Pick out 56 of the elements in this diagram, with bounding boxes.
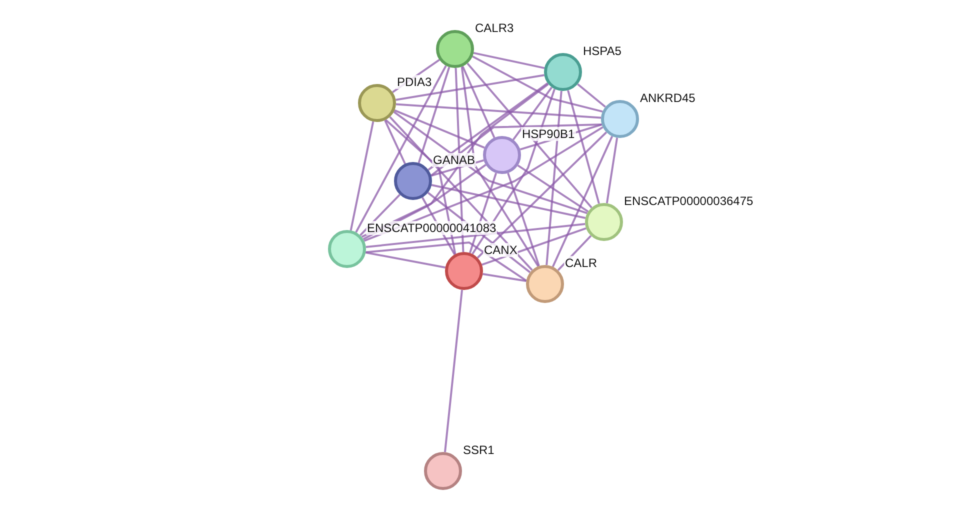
interaction-line bbox=[552, 136, 614, 268]
interaction-line bbox=[355, 65, 447, 233]
interaction-line bbox=[364, 126, 604, 242]
interaction-line bbox=[444, 290, 463, 452]
interaction-line bbox=[460, 66, 540, 267]
protein-node bbox=[445, 252, 483, 290]
interaction-line bbox=[466, 62, 592, 208]
protein-label: ANKRD45 bbox=[639, 91, 696, 105]
protein-label: CALR3 bbox=[474, 21, 515, 35]
protein-node bbox=[358, 84, 396, 122]
protein-label: SSR1 bbox=[462, 443, 496, 457]
interaction-line bbox=[396, 74, 544, 101]
interaction-line bbox=[577, 83, 606, 108]
interaction-line bbox=[431, 184, 586, 219]
protein-node bbox=[601, 100, 639, 138]
interaction-line bbox=[366, 223, 586, 248]
protein-label: CALR bbox=[564, 256, 598, 270]
protein-node bbox=[328, 230, 366, 268]
interaction-line bbox=[462, 66, 496, 138]
interaction-line bbox=[476, 132, 608, 258]
interaction-line bbox=[430, 123, 602, 176]
protein-label: CANX bbox=[483, 243, 518, 257]
interaction-line bbox=[482, 273, 526, 282]
interaction-line bbox=[606, 138, 618, 204]
interaction-line bbox=[546, 90, 562, 266]
protein-label: PDIA3 bbox=[396, 75, 433, 89]
protein-node bbox=[483, 136, 521, 174]
protein-node bbox=[585, 203, 623, 241]
interaction-line bbox=[473, 52, 545, 70]
interaction-line bbox=[418, 66, 450, 164]
protein-label: HSP90B1 bbox=[521, 127, 576, 141]
interaction-line bbox=[389, 116, 533, 271]
interaction-line bbox=[366, 241, 527, 282]
interaction-line bbox=[396, 103, 602, 119]
protein-node bbox=[544, 53, 582, 91]
protein-label: ENSCATP00000041083 bbox=[366, 221, 498, 235]
protein-label: HSPA5 bbox=[582, 44, 622, 58]
interaction-line bbox=[512, 86, 553, 140]
protein-label: ENSCATP00000036475 bbox=[623, 194, 754, 208]
interaction-line bbox=[393, 111, 588, 214]
interaction-line bbox=[472, 56, 603, 113]
interaction-line bbox=[394, 109, 485, 149]
interaction-line bbox=[350, 121, 374, 231]
protein-node bbox=[394, 162, 432, 200]
interaction-line bbox=[507, 172, 540, 266]
interaction-line bbox=[482, 227, 586, 266]
interaction-line bbox=[360, 194, 400, 236]
protein-label: GANAB bbox=[432, 153, 476, 167]
interaction-line bbox=[517, 164, 589, 212]
protein-node bbox=[526, 265, 564, 303]
protein-node bbox=[436, 30, 474, 68]
interaction-line bbox=[384, 120, 406, 164]
interaction-line bbox=[567, 90, 600, 204]
interaction-line bbox=[365, 252, 446, 268]
interaction-line bbox=[385, 119, 456, 254]
protein-node bbox=[424, 452, 462, 490]
